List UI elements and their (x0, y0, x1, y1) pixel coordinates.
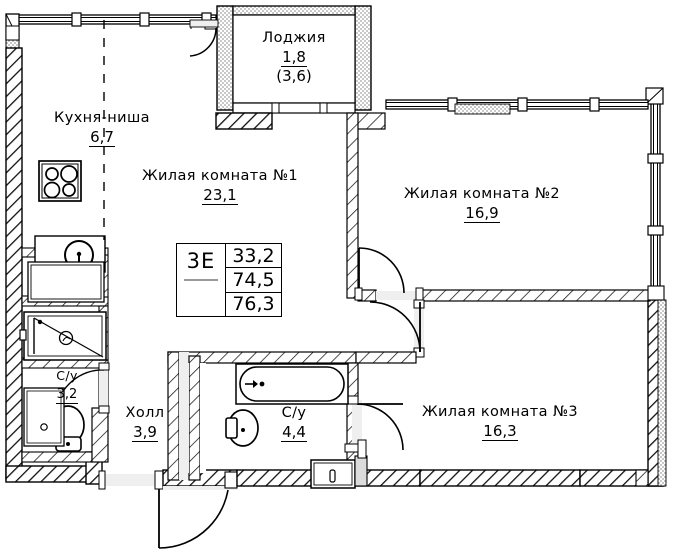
room-label-room2: Жилая комната №2 16,9 (382, 186, 582, 223)
unit-spec-code-cell: 3E (177, 244, 226, 316)
unit-area-total: 74,5 (226, 267, 281, 291)
loggia-structure (204, 5, 386, 130)
door-bath1 (55, 362, 110, 414)
room-name-hall: Холл (125, 405, 165, 421)
exterior-window-wall-top (15, 12, 217, 27)
exterior-wall-right-lower (647, 299, 667, 487)
room-label-bath1: С/у 3,2 (43, 368, 91, 404)
room-area-kitchen: 6,7 (89, 127, 115, 147)
wall-opening-right (647, 285, 665, 301)
room-name-bath1: С/у (56, 368, 78, 383)
room-name-bath2: С/у (281, 405, 307, 421)
room-label-room3: Жилая комната №3 16,3 (400, 404, 600, 441)
shaft-block (354, 439, 368, 487)
wall-segment-top-right-stipple (454, 103, 511, 115)
unit-area-with-loggia: 76,3 (226, 291, 281, 316)
door-bath2 (344, 395, 404, 453)
room-name-room2: Жилая комната №2 (403, 186, 561, 202)
interior-wall-corridor-right (413, 299, 425, 358)
bathtub-icon (235, 363, 349, 405)
room-label-kitchen: Кухня-ниша 6,7 (12, 110, 192, 147)
door-room3 (369, 301, 421, 353)
room-area-loggia: 1,8 (281, 47, 307, 67)
balcony-door-swing (189, 19, 219, 57)
room-label-room1: Жилая комната №1 23,1 (120, 168, 320, 205)
room-label-bath2: С/у 4,4 (266, 405, 322, 442)
room-area-room2: 16,9 (464, 203, 500, 223)
bathtub-left-icon (19, 311, 107, 361)
room-area-room3: 16,3 (482, 421, 518, 441)
interior-wall-room1-room2 (346, 112, 359, 299)
room-area-room1: 23,1 (202, 185, 238, 205)
floor-separation-strip (179, 363, 206, 473)
unit-type-code: 3E (186, 249, 216, 273)
room-label-hall: Холл 3,9 (105, 405, 185, 442)
room-area-loggia-secondary: (3,6) (276, 66, 312, 85)
unit-spec-underline (184, 279, 218, 281)
room-area-bath1: 3,2 (55, 387, 79, 404)
interior-wall-corridor-bottom (167, 351, 417, 364)
exterior-window-wall-right (645, 87, 664, 299)
toilet-center-icon (225, 409, 259, 447)
counter-icon (27, 261, 105, 303)
room-area-bath2: 4,4 (281, 422, 307, 442)
unit-spec-values: 33,2 74,5 76,3 (226, 244, 281, 316)
interior-wall-bath2-left (188, 355, 201, 481)
exterior-window-wall-top-right (385, 97, 649, 112)
stove-icon (38, 160, 82, 202)
washer-icon (23, 387, 65, 447)
exterior-wall-bottom (162, 469, 664, 490)
room-area-hall: 3,9 (132, 422, 158, 442)
unit-spec-box: 3E 33,2 74,5 76,3 (176, 243, 282, 317)
entrance-door (98, 470, 230, 549)
room-name-loggia: Лоджия (262, 30, 326, 46)
room-name-kitchen: Кухня-ниша (54, 110, 150, 126)
room-name-room3: Жилая комната №3 (421, 404, 579, 420)
washbasin-icon (310, 459, 356, 489)
room-name-room1: Жилая комната №1 (141, 168, 299, 184)
wall-notch-bottom-right (635, 469, 649, 487)
pier-detail-top-left (5, 25, 20, 41)
room-label-loggia: Лоджия 1,8 (3,6) (234, 30, 354, 85)
unit-area-living: 33,2 (232, 244, 275, 267)
